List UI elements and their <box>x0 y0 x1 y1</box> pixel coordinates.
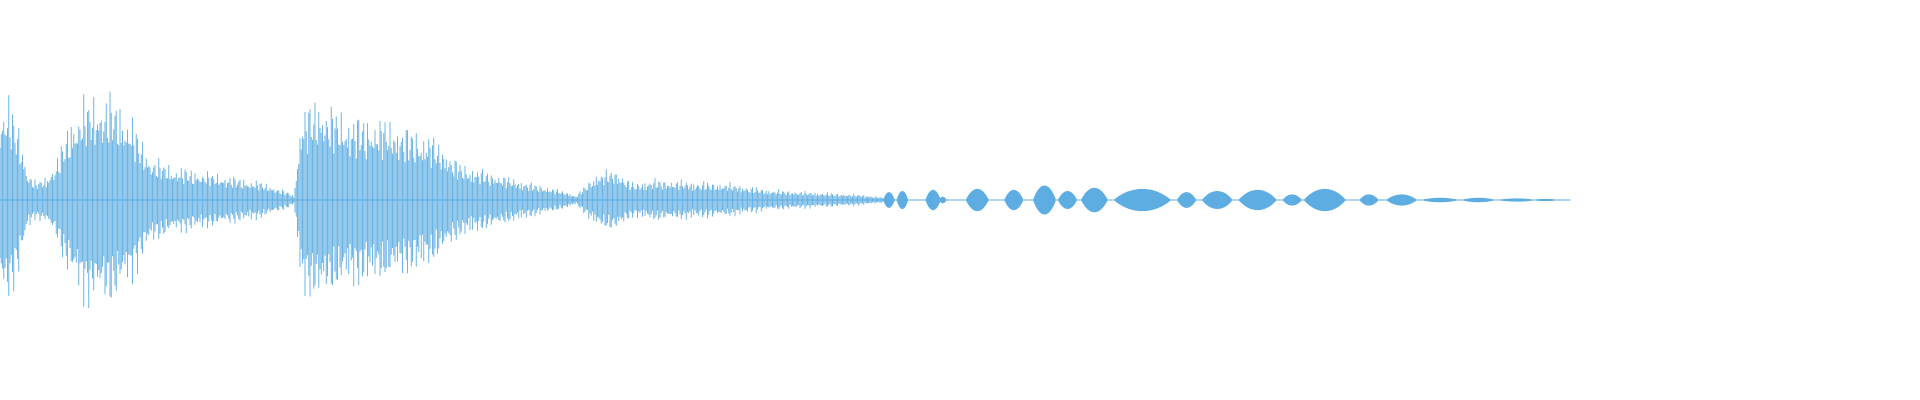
waveform-blob <box>938 196 947 204</box>
waveform-strokes <box>0 91 898 308</box>
waveform-blob <box>1081 187 1108 213</box>
waveform-blob <box>1057 191 1078 209</box>
waveform-blob <box>1420 197 1460 203</box>
waveform-blob <box>1497 198 1536 202</box>
waveform-blob <box>1386 194 1417 206</box>
waveform-blob <box>1113 188 1172 212</box>
waveform-stroke-path <box>0 91 898 308</box>
waveform-blob <box>1004 189 1024 211</box>
waveform-blob <box>1177 192 1197 208</box>
waveform-blob <box>883 192 895 208</box>
waveform-blob <box>1359 194 1379 206</box>
waveform-blob <box>896 191 909 209</box>
waveform-blob <box>1282 194 1302 206</box>
waveform-blob <box>965 188 989 212</box>
waveform-blob <box>1303 188 1346 212</box>
waveform-blob <box>1461 197 1496 203</box>
waveform-blob <box>925 189 941 211</box>
waveform-blob <box>1532 198 1559 202</box>
waveform-blob <box>1033 185 1056 215</box>
waveform-blob <box>1201 191 1233 209</box>
waveform-blobs <box>883 185 1559 215</box>
waveform-blob <box>1238 189 1277 211</box>
